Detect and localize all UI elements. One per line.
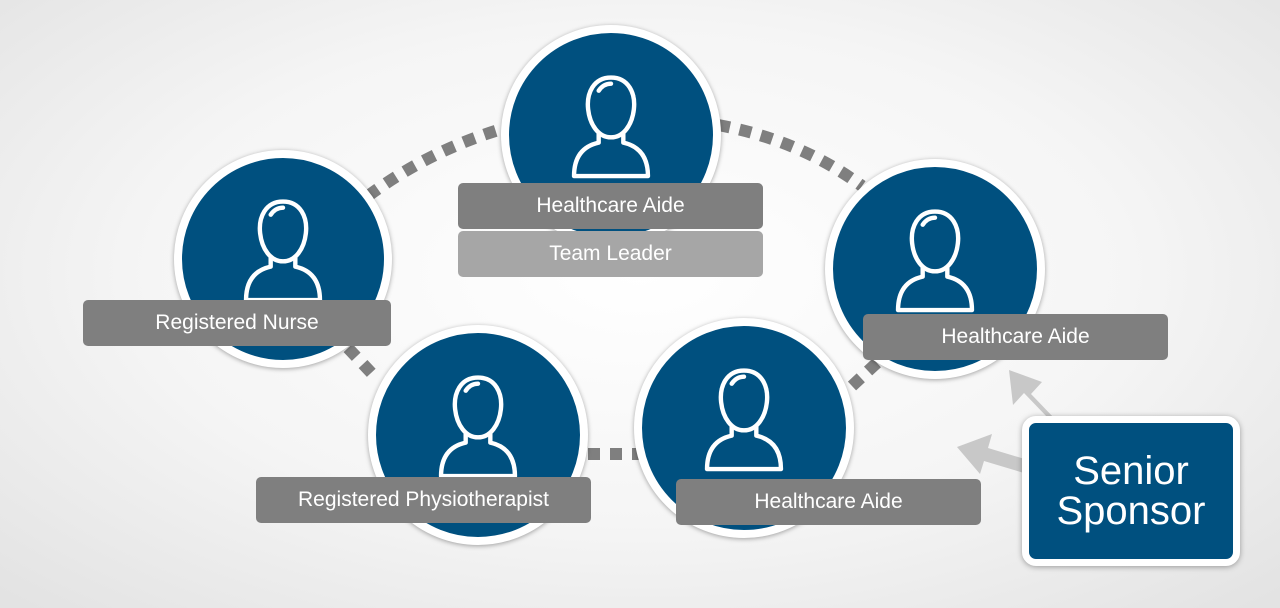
person-icon <box>239 198 327 309</box>
sponsor-line-2: Sponsor <box>1056 489 1206 533</box>
senior-sponsor-box: Senior Sponsor <box>1022 416 1240 566</box>
connector-top-left <box>364 122 507 201</box>
arrow-icon <box>957 434 1028 474</box>
person-icon <box>700 367 788 478</box>
member-role-label: Healthcare Aide <box>863 314 1168 360</box>
sponsor-line-1: Senior <box>1073 449 1189 493</box>
person-icon <box>434 374 522 485</box>
member-role-label: Healthcare Aide <box>458 183 763 229</box>
connector-top-right <box>716 119 866 191</box>
member-subtitle-label: Team Leader <box>458 231 763 277</box>
person-icon <box>891 208 979 319</box>
connector-left-bottom <box>343 343 383 385</box>
arrow-icon <box>1009 370 1056 420</box>
sponsor-arrows <box>957 370 1056 474</box>
person-icon <box>567 74 655 185</box>
connector-bottom-right <box>847 353 887 391</box>
member-role-label: Registered Physiotherapist <box>256 477 591 523</box>
member-role-label: Healthcare Aide <box>676 479 981 525</box>
member-role-label: Registered Nurse <box>83 300 391 346</box>
